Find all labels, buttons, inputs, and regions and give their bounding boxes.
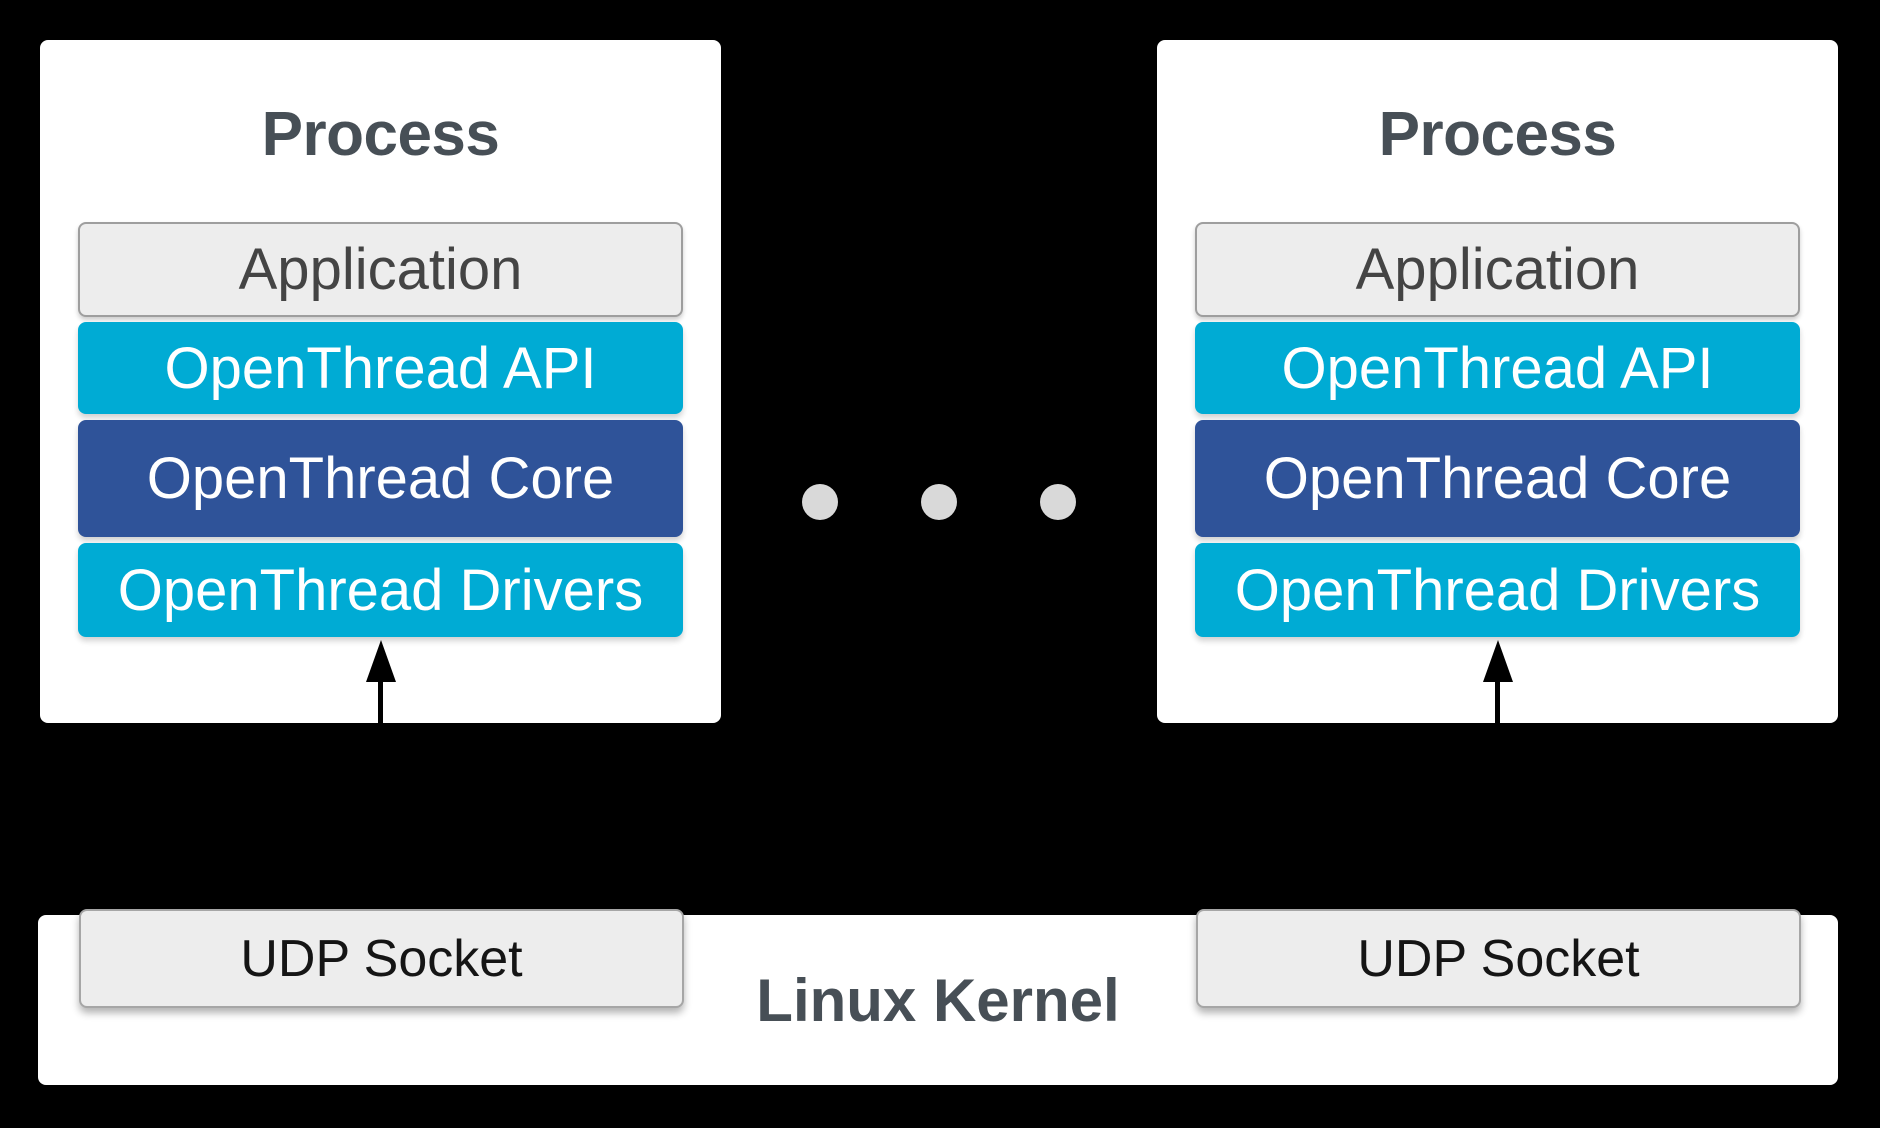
arrow-up-icon xyxy=(365,640,396,723)
ellipsis-dot xyxy=(802,484,838,520)
layer-openthread-api: OpenThread API xyxy=(1195,322,1800,414)
process-title: Process xyxy=(1378,99,1617,169)
udp-socket-1: UDP Socket xyxy=(79,909,684,1008)
arrow-head xyxy=(1482,640,1513,682)
arrow-shaft xyxy=(378,682,383,723)
process-title: Process xyxy=(261,99,500,169)
arrow-head xyxy=(365,640,396,682)
layer-openthread-drivers: OpenThread Drivers xyxy=(78,543,683,637)
ellipsis-icon xyxy=(802,484,1076,520)
kernel-title: Linux Kernel xyxy=(756,966,1120,1034)
arrow-up-icon xyxy=(1482,640,1513,723)
layer-application: Application xyxy=(78,222,683,317)
process-box-1: Process Application OpenThread API OpenT… xyxy=(40,40,721,723)
layer-application: Application xyxy=(1195,222,1800,317)
udp-socket-2: UDP Socket xyxy=(1196,909,1801,1008)
layer-openthread-core: OpenThread Core xyxy=(1195,420,1800,537)
layer-openthread-core: OpenThread Core xyxy=(78,420,683,537)
ellipsis-dot xyxy=(921,484,957,520)
ellipsis-dot xyxy=(1040,484,1076,520)
arrow-shaft xyxy=(1495,682,1500,723)
linux-kernel-box: UDP Socket Linux Kernel UDP Socket xyxy=(38,909,1838,1085)
process-box-2: Process Application OpenThread API OpenT… xyxy=(1157,40,1838,723)
layer-openthread-drivers: OpenThread Drivers xyxy=(1195,543,1800,637)
layer-openthread-api: OpenThread API xyxy=(78,322,683,414)
